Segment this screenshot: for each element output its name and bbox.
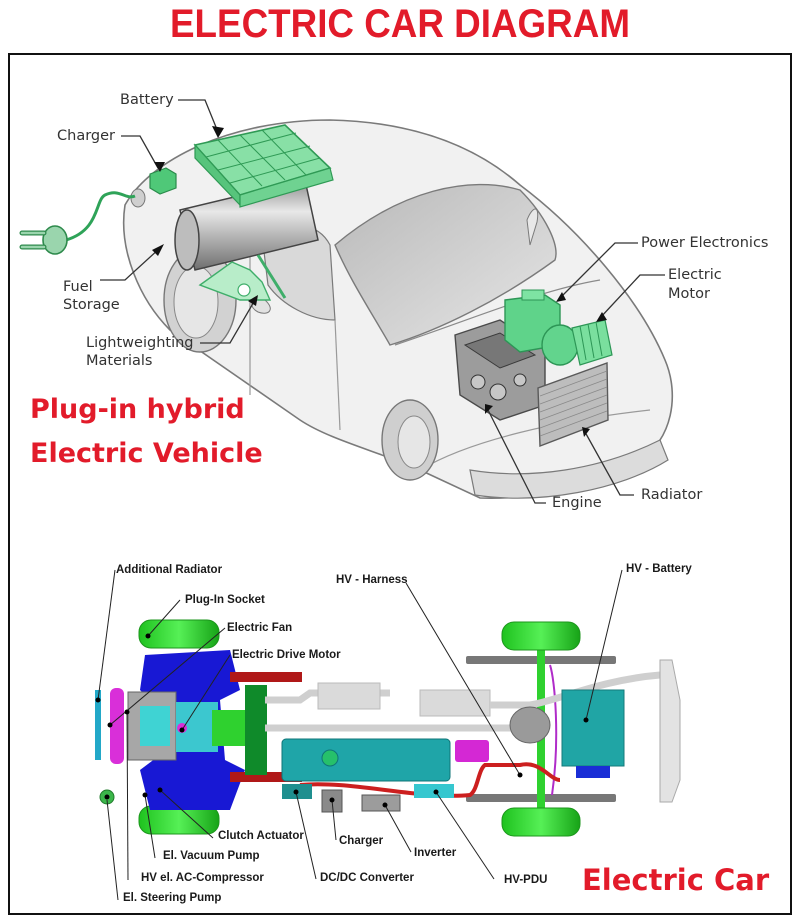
battery-pack: [193, 124, 334, 208]
charging-plug: [19, 191, 136, 255]
drive-motor: [127, 691, 252, 761]
label-charger: Charger: [57, 128, 115, 144]
label-power-electronics: Power Electronics: [641, 235, 769, 251]
lightweight-part: [198, 254, 287, 301]
hv-cable: [299, 762, 561, 798]
label-plug-in-socket: Plug-In Socket: [185, 594, 265, 606]
label-hv-battery: HV - Battery: [626, 563, 692, 575]
label-battery: Battery: [120, 92, 174, 108]
label-el-vacuum-pump: El. Vacuum Pump: [163, 850, 260, 862]
label-fuel-storage-1: Fuel: [63, 279, 93, 295]
magenta-module: [455, 740, 489, 762]
label-hv-pdu: HV-PDU: [504, 874, 548, 886]
caption-phev-line1: Plug-in hybrid: [30, 394, 245, 425]
label-inverter: Inverter: [414, 847, 457, 859]
page-title: ELECTRIC CAR DIAGRAM: [170, 2, 630, 46]
rear-bumper: [659, 659, 681, 803]
label-fuel-storage-2: Storage: [63, 297, 120, 313]
caption-phev-line2: Electric Vehicle: [30, 438, 263, 469]
wheels: [138, 619, 581, 837]
label-electric-motor-2: Motor: [668, 286, 710, 302]
label-el-steering-pump: El. Steering Pump: [123, 892, 222, 904]
front-radiators: [95, 688, 124, 805]
phev-leader-lines: [100, 99, 665, 504]
crossmember: [245, 685, 267, 775]
ev-leader-dots: [95, 633, 589, 808]
label-lightweighting-2: Materials: [86, 353, 153, 369]
label-electric-drive-motor: Electric Drive Motor: [232, 649, 341, 661]
phev-arrowheads: [152, 126, 607, 437]
radiator: [537, 362, 609, 448]
label-hv-el-ac-compressor: HV el. AC-Compressor: [141, 872, 264, 884]
label-charger-ev: Charger: [339, 835, 384, 847]
fuel-tank: [174, 179, 319, 271]
power-electronics-motor: [504, 289, 613, 366]
pipes: [265, 671, 661, 732]
label-additional-radiator: Additional Radiator: [116, 564, 223, 576]
label-engine: Engine: [552, 495, 602, 511]
label-lightweighting-1: Lightweighting: [86, 335, 194, 351]
floor-battery: [281, 738, 451, 782]
ev-leader-lines: [97, 569, 623, 901]
label-hv-harness: HV - Harness: [336, 574, 408, 586]
label-radiator: Radiator: [641, 487, 703, 503]
charger-box: [149, 167, 177, 195]
engine-block: [454, 319, 546, 421]
label-clutch-actuator: Clutch Actuator: [218, 830, 304, 842]
label-dc-dc-converter: DC/DC Converter: [320, 872, 414, 884]
label-electric-fan: Electric Fan: [227, 622, 293, 634]
label-electric-motor-1: Electric: [668, 267, 722, 283]
small-modules: [282, 784, 454, 813]
caption-electric-car: Electric Car: [582, 863, 770, 897]
